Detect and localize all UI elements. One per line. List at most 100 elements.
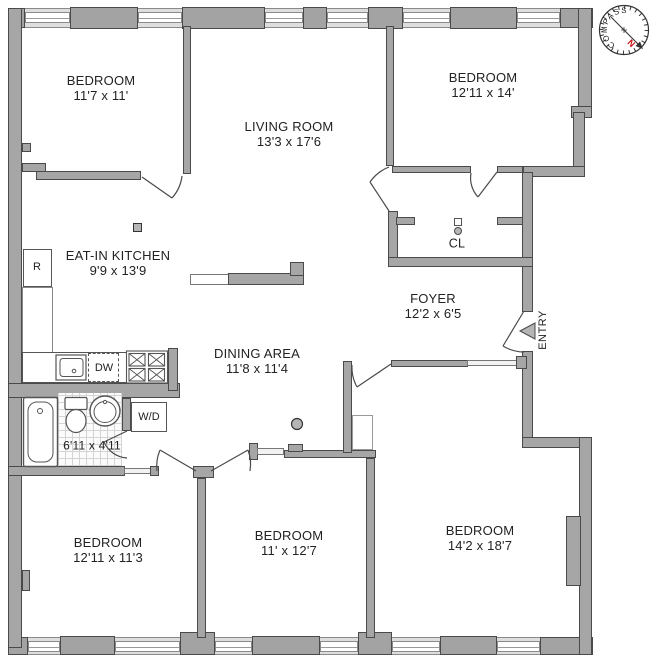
wall-pier	[368, 7, 403, 29]
window	[327, 12, 368, 23]
door-bathroom	[103, 430, 128, 459]
wall-step	[22, 570, 30, 591]
doors	[103, 166, 525, 472]
dishwasher	[88, 353, 119, 382]
partition-living-bedroomtr	[386, 26, 394, 166]
room-label-living-room: LIVING ROOM 13'3 x 17'6	[245, 119, 334, 149]
refrigerator-label: R	[33, 261, 41, 273]
door-entry	[502, 310, 525, 353]
room-name: BEDROOM	[66, 73, 136, 88]
window	[28, 641, 60, 652]
door-foyer	[351, 363, 392, 388]
counter-peninsula-step	[290, 262, 304, 276]
door-bedroom-bottom-middle	[210, 449, 252, 472]
wall-pier	[252, 636, 320, 655]
room-label-bedroom-bottom-left: BEDROOM 12'11 x 11'3	[73, 535, 143, 565]
room-name: DINING AREA	[214, 346, 300, 361]
wall-pier	[440, 636, 497, 655]
ceiling-light-square	[133, 223, 142, 232]
kitchen-counter-side	[22, 287, 53, 353]
room-dims: 12'11 x 14'	[451, 85, 515, 100]
bathtub	[22, 396, 59, 468]
partition-bedroombm-br	[366, 458, 375, 638]
room-name: BEDROOM	[73, 535, 143, 550]
window	[392, 641, 440, 652]
wall-step	[22, 143, 31, 152]
closet-north-stub-left	[396, 217, 415, 225]
door-living-hall	[369, 166, 390, 212]
room-label-eat-in-kitchen: EAT-IN KITCHEN 9'9 x 13'9	[66, 248, 170, 278]
partition-bedroombl-bm	[197, 478, 206, 638]
counter-peninsula-gray	[228, 273, 304, 285]
room-label-bedroom-bottom-right: BEDROOM 14'2 x 18'7	[446, 523, 515, 553]
room-name: EAT-IN KITCHEN	[65, 248, 171, 263]
entry-label: ENTRY	[537, 310, 549, 350]
bathroom-dims-label: 6'11 x 4'11	[63, 439, 121, 454]
bedroombm-thin-wall	[257, 448, 284, 455]
window	[517, 12, 560, 23]
window	[25, 12, 70, 23]
wall-alcove	[352, 415, 373, 450]
pilaster	[566, 516, 581, 586]
room-label-dining-area: DINING AREA 11'8 x 11'4	[214, 346, 300, 376]
toilet	[64, 396, 88, 434]
compass: COMPASS N	[598, 4, 650, 56]
door-bedroom-bottom-left	[156, 449, 197, 472]
dishwasher-label: DW	[94, 362, 114, 374]
bedroombm-north-jamb	[288, 444, 303, 452]
washer-dryer	[131, 402, 167, 432]
room-dims: 11'7 x 11'	[73, 88, 129, 103]
room-dims: 14'2 x 18'7	[447, 538, 513, 553]
room-name: LIVING ROOM	[244, 119, 334, 134]
window	[138, 12, 182, 23]
left-wall	[8, 8, 22, 648]
bathroom-dims: 6'11 x 4'11	[63, 438, 121, 453]
bathroom-sink	[89, 395, 121, 427]
room-dims: 11' x 12'7	[261, 543, 317, 558]
bedroomtr-south-wall-b	[497, 166, 523, 173]
entry-wall-upper	[522, 172, 533, 312]
bedroomtl-south-wall-a	[22, 163, 46, 172]
bifold-pivot	[454, 227, 462, 235]
compass-north: N	[625, 37, 637, 49]
ceiling-light-circle	[290, 417, 304, 431]
room-dims: 13'3 x 17'6	[256, 134, 322, 149]
room-name: BEDROOM	[448, 70, 518, 85]
window	[265, 12, 303, 23]
partition-bedroomtl-living	[183, 26, 191, 174]
bedrooms-center-cap	[193, 466, 214, 478]
washer-dryer-label: W/D	[138, 411, 160, 423]
kitchen-sink	[55, 354, 87, 381]
room-name: BEDROOM	[254, 528, 324, 543]
wall-pier	[182, 7, 265, 29]
window	[215, 641, 252, 652]
closet-name: CL	[448, 236, 466, 251]
bedroomtl-south-wall-b	[36, 171, 141, 180]
counter-end-wall	[168, 348, 178, 391]
bifold-square	[454, 218, 462, 226]
door-bedroom-top-left	[141, 175, 183, 199]
room-label-foyer: FOYER 12'2 x 6'5	[405, 291, 462, 321]
bath-east-wall	[122, 398, 131, 431]
stove	[125, 350, 169, 384]
room-label-bedroom-bottom-middle: BEDROOM 11' x 12'7	[255, 528, 324, 558]
window	[320, 641, 358, 652]
wall-pier	[450, 7, 517, 29]
room-dims: 12'11 x 11'3	[73, 550, 143, 565]
foyer-south-jamb	[516, 356, 527, 369]
corridor-top-wall	[523, 166, 585, 177]
wall-pier	[60, 636, 115, 655]
closet-label: CL	[449, 237, 465, 252]
bedroomtr-south-wall-a	[392, 166, 471, 173]
wall-pier	[303, 7, 327, 29]
door-bedroom-top-right	[469, 171, 498, 198]
room-dims: 12'2 x 6'5	[404, 306, 462, 321]
room-name: BEDROOM	[445, 523, 515, 538]
room-label-bedroom-top-left: BEDROOM 11'7 x 11'	[67, 73, 136, 103]
closet-south-wall	[388, 257, 533, 267]
hall-jamb	[150, 466, 159, 476]
window	[115, 641, 180, 652]
wall-pier	[70, 7, 138, 29]
room-dims: 9'9 x 13'9	[89, 263, 147, 278]
